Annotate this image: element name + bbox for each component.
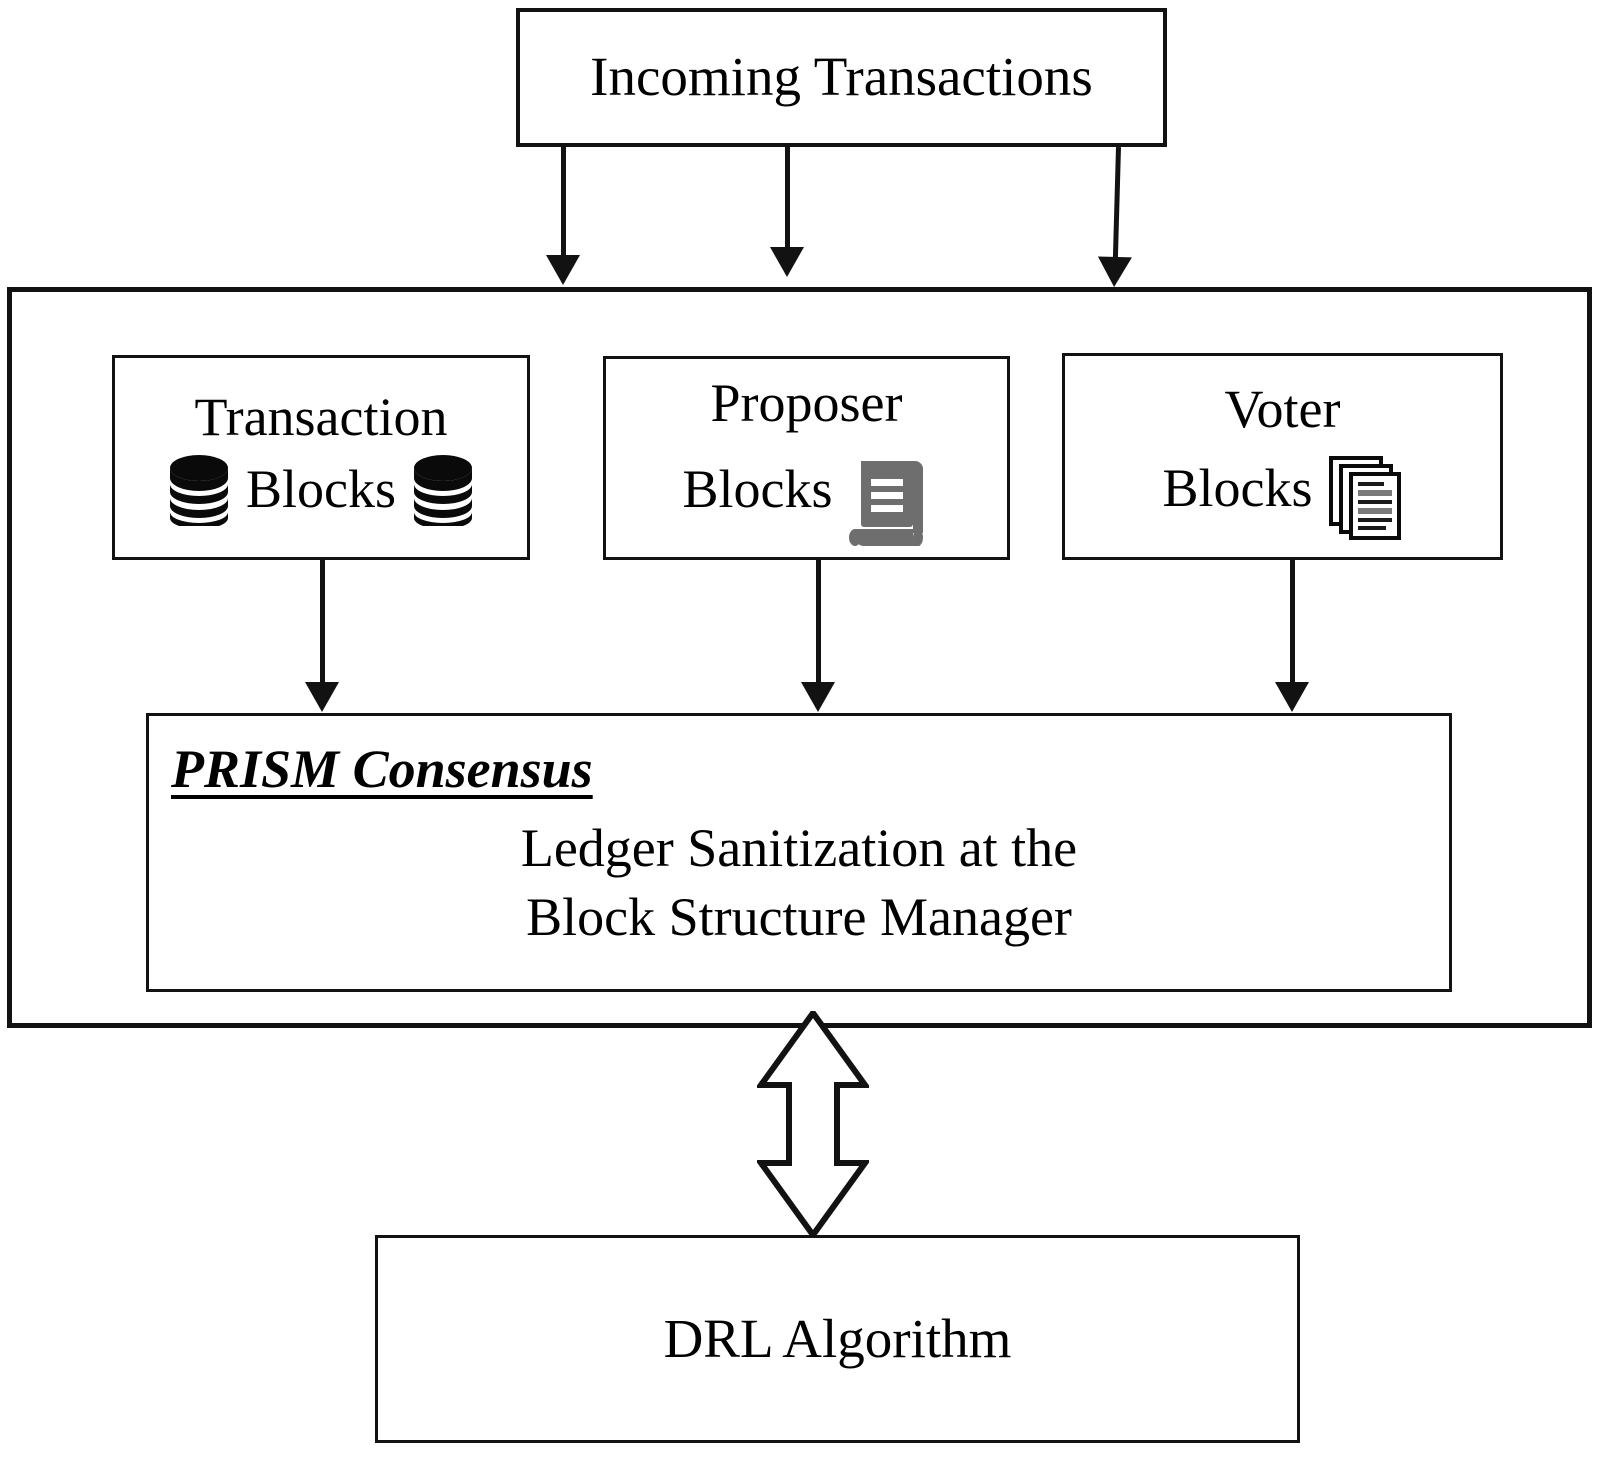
prism-consensus-heading: PRISM Consensus [171,739,593,799]
drl-algorithm-box: DRL Algorithm [375,1235,1300,1443]
voter-blocks-label-line2: Blocks [1162,457,1313,518]
prism-body-line1: Ledger Sanitization at the [520,818,1078,878]
arrow-shaft [319,560,325,686]
arrow-shaft [784,147,790,251]
database-stack-icon [410,452,476,526]
voter-blocks-label-line1: Voter [1224,379,1341,440]
prism-consensus-body: Ledger Sanitization at the Block Structu… [149,814,1449,952]
incoming-transactions-box: Incoming Transactions [516,8,1167,147]
arrow-incoming-to-voter-blocks [1094,146,1138,288]
proposer-blocks-box: Proposer Blocks [603,356,1010,560]
arrow-shaft [1112,146,1121,262]
arrow-proposer-blocks-to-prism [798,560,838,712]
arrow-head-icon [546,255,580,285]
arrow-transaction-blocks-to-prism [302,560,342,712]
scroll-icon [847,451,931,555]
stacked-papers-icon [1327,454,1403,542]
double-headed-arrow-consensus-drl [757,1011,869,1237]
arrow-voter-blocks-to-prism [1272,560,1312,712]
prism-body-line2: Block Structure Manager [526,887,1072,948]
arrow-head-icon [1097,256,1132,288]
arrow-shaft [815,560,821,686]
arrow-incoming-to-proposer-blocks [767,147,807,277]
arrow-head-icon [1275,682,1309,712]
incoming-transactions-label: Incoming Transactions [590,46,1093,108]
arrow-shaft [1289,560,1295,686]
transaction-blocks-label-line1: Transaction [194,387,448,448]
transaction-blocks-box: Transaction Blocks [112,355,530,560]
arrow-head-icon [305,682,339,712]
drl-algorithm-label: DRL Algorithm [663,1307,1012,1369]
database-stack-icon [166,452,232,526]
arrow-head-icon [801,682,835,712]
prism-consensus-box: PRISM Consensus Ledger Sanitization at t… [146,713,1452,992]
transaction-blocks-label-line2: Blocks [245,458,396,519]
arrow-shaft [560,147,566,259]
proposer-blocks-label-line2: Blocks [682,459,833,519]
arrow-incoming-to-transaction-blocks [543,147,583,285]
voter-blocks-box: Voter Blocks [1062,353,1503,560]
proposer-blocks-label-line1: Proposer [710,372,903,433]
arrow-head-icon [770,247,804,277]
